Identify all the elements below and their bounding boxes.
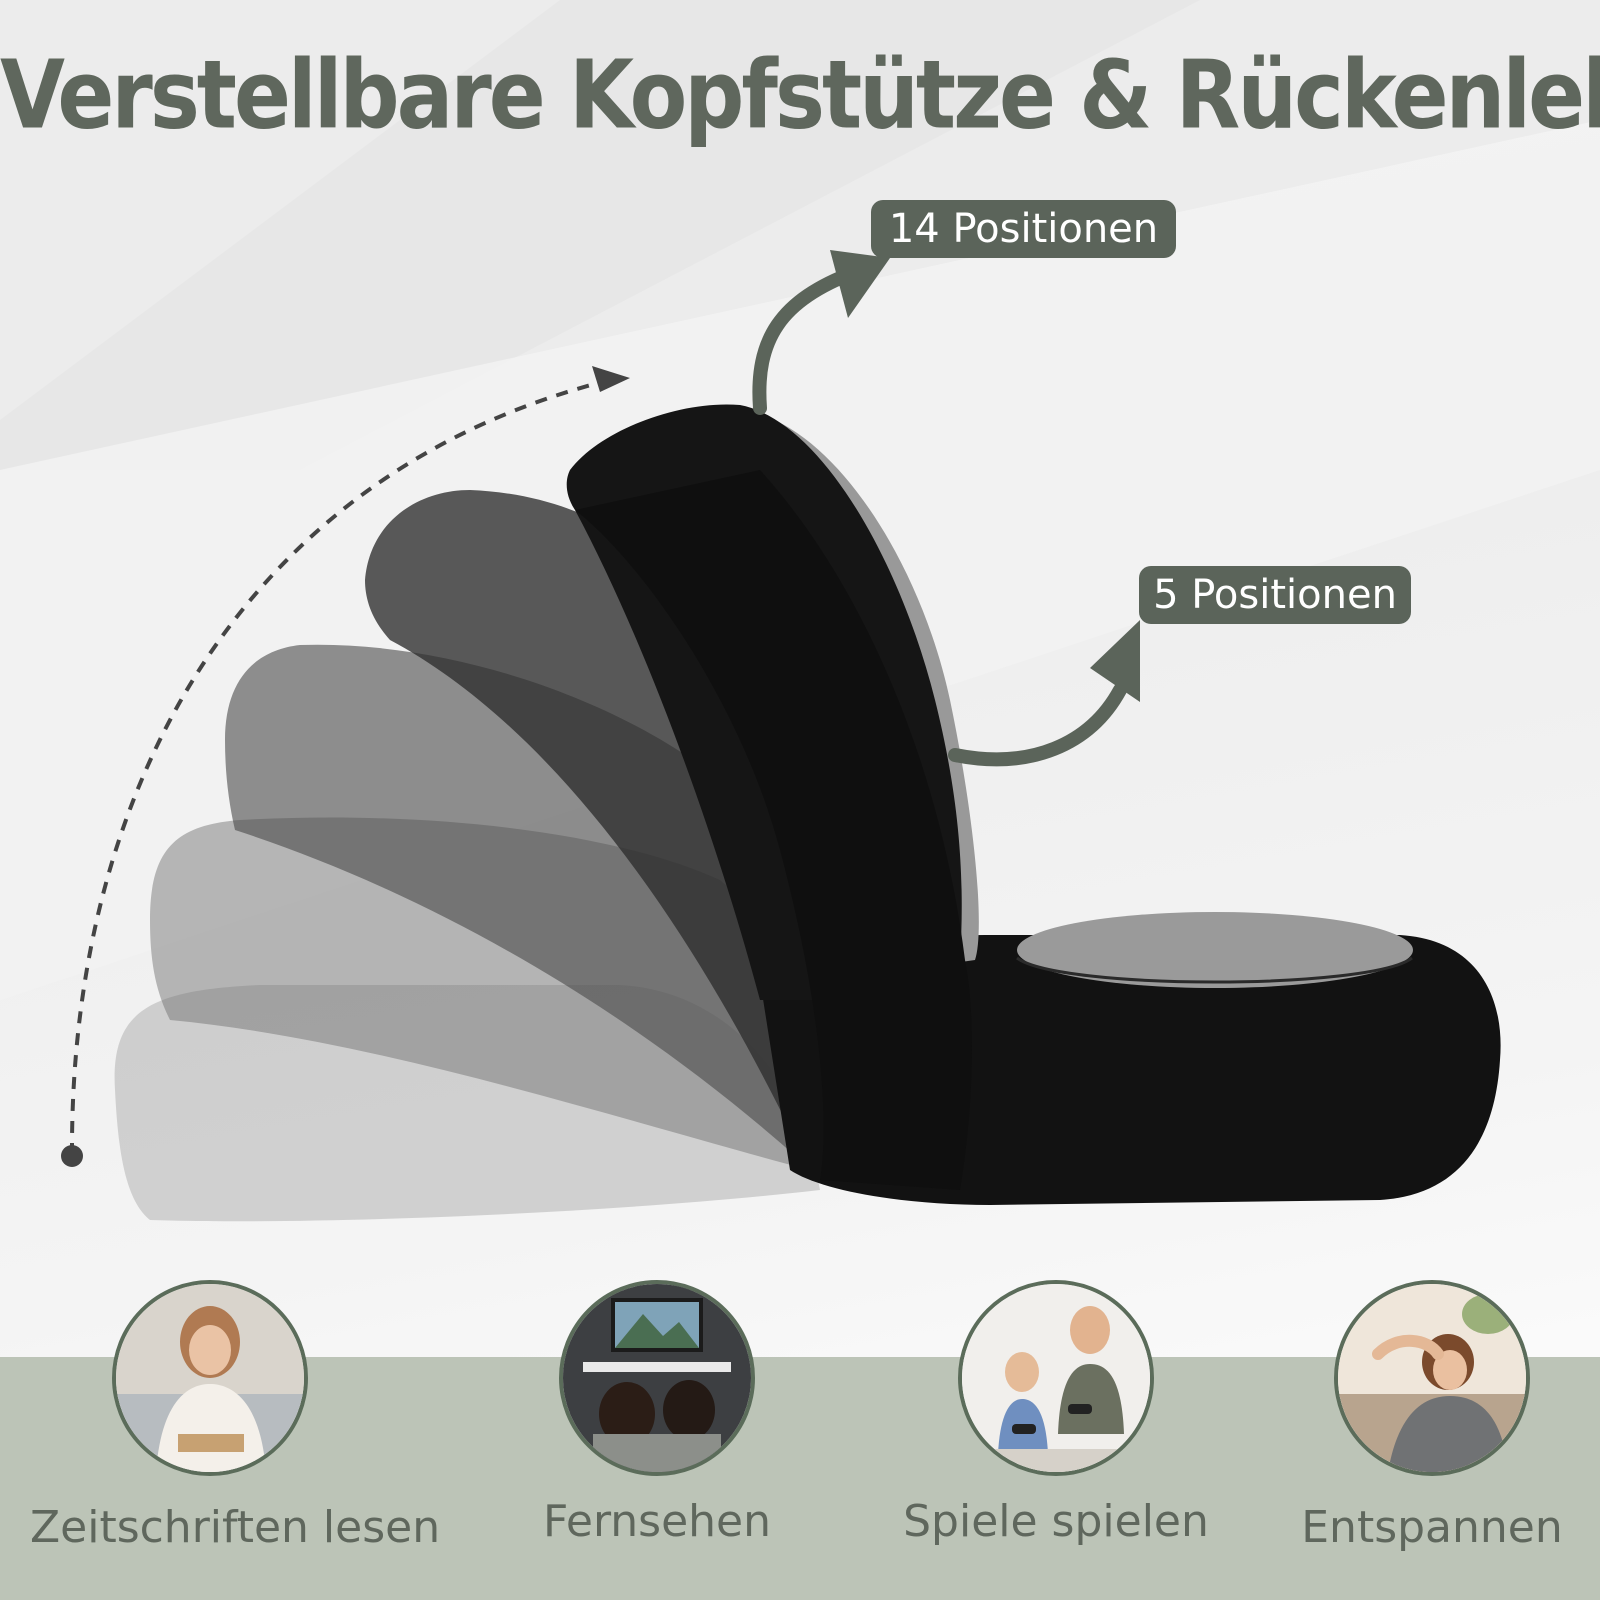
activity-tv-label: Fernsehen bbox=[542, 1496, 771, 1547]
backrest-positions-badge: 5 Positionen bbox=[1139, 566, 1411, 624]
gaming-photo bbox=[958, 1280, 1154, 1476]
activity-reading: Zeitschriften lesen bbox=[30, 1280, 441, 1553]
activity-reading-label: Zeitschriften lesen bbox=[30, 1502, 441, 1553]
headrest-arrow-head bbox=[830, 250, 890, 318]
backrest-arrow-head bbox=[1090, 620, 1140, 702]
activity-tv: Fernsehen bbox=[477, 1280, 837, 1547]
seat-mesh-pad bbox=[1017, 912, 1413, 988]
recline-arc bbox=[69, 378, 611, 1156]
chair-illustration bbox=[61, 250, 1501, 1222]
backrest bbox=[575, 470, 972, 1190]
headrest-arrow bbox=[752, 265, 862, 415]
activity-relaxing: Entspannen bbox=[1252, 1280, 1600, 1553]
activity-gaming: Spiele spielen bbox=[876, 1280, 1236, 1547]
relaxing-photo bbox=[1334, 1280, 1530, 1476]
headrest-positions-badge: 14 Positionen bbox=[871, 200, 1176, 258]
tv-watching-photo bbox=[559, 1280, 755, 1476]
recline-start-dot bbox=[61, 1145, 83, 1167]
activity-relaxing-label: Entspannen bbox=[1301, 1502, 1563, 1553]
reading-photo bbox=[112, 1280, 308, 1476]
ghost-backrest-1 bbox=[114, 985, 820, 1222]
backrest-arrow bbox=[948, 683, 1127, 767]
headline: Verstellbare Kopfstütze & Rückenlehne bbox=[0, 40, 1600, 150]
activity-gaming-label: Spiele spielen bbox=[903, 1496, 1209, 1547]
recline-arrow-head bbox=[592, 366, 630, 392]
